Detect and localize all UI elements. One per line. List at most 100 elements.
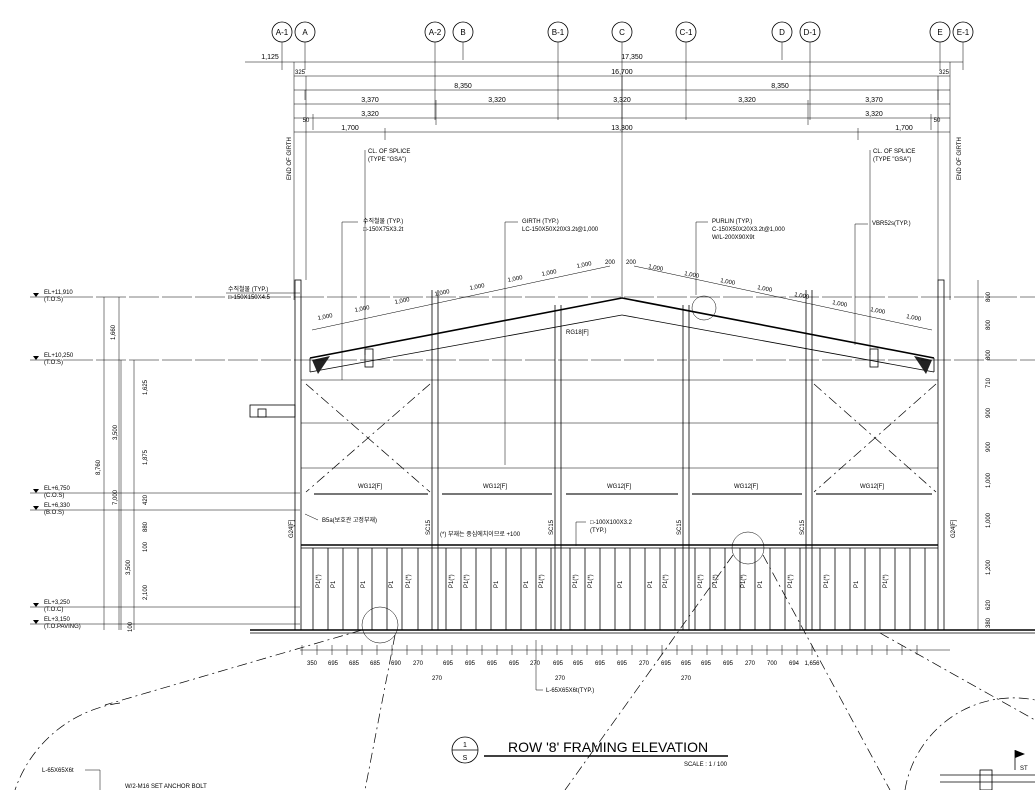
svg-text:3,320: 3,320 [738, 97, 756, 104]
svg-text:50: 50 [934, 118, 941, 124]
grid-lines [281, 42, 964, 298]
bottom-dim-value: 695 [723, 661, 734, 667]
svg-text:1,000: 1,000 [541, 269, 558, 278]
svg-text:WG12[F]: WG12[F] [358, 484, 382, 490]
grid-bubble-a2: A-2 [424, 21, 446, 43]
elevation-markers: EL+11,910 (T.O.S) EL+10,250 (T.O.S) EL+6… [30, 290, 1035, 630]
svg-text:D: D [779, 28, 785, 37]
bottom-dim-value: 695 [509, 661, 520, 667]
right-dims: 800 800 800 710 900 900 1,000 1,000 1,20… [986, 291, 992, 628]
grid-bubble-d: D [771, 21, 793, 43]
el-3150: EL+3,150 (T.O.PAVING) [30, 617, 300, 630]
svg-text:SC15: SC15 [549, 519, 555, 535]
panel-label: P1(*) [539, 574, 545, 588]
svg-text:1,000: 1,000 [720, 278, 737, 287]
b5a-note: B5a(보호관 고정부재) [322, 516, 377, 524]
bottom-dim-value: 695 [443, 661, 454, 667]
svg-text:1,000: 1,000 [576, 261, 593, 270]
svg-text:ST: ST [1020, 766, 1028, 772]
svg-text:3,500: 3,500 [126, 559, 132, 575]
panel-label: P1 [361, 580, 367, 588]
drawing-title: 1 S ROW '8' FRAMING ELEVATION SCALE : 1 … [451, 736, 728, 768]
svg-text:(TYPE "GSA"): (TYPE "GSA") [368, 157, 406, 163]
left-dimension-lines [103, 297, 135, 630]
panel-label: P1(*) [713, 574, 719, 588]
svg-text:W/L-200X90X9t: W/L-200X90X9t [712, 235, 755, 241]
bottom-dim-value: 700 [767, 661, 778, 667]
grid-bubble-a: A [294, 21, 316, 43]
girth-callout: GIRTH (TYP.) [522, 219, 559, 225]
svg-text:1,000: 1,000 [757, 285, 774, 294]
grid-bubble-c: C [611, 21, 633, 43]
panel-label: P1 [758, 580, 764, 588]
panel-band [250, 544, 1035, 634]
panel-label: P1(*) [883, 574, 889, 588]
panel-label: P1(*) [698, 574, 704, 588]
drawing-scale: SCALE : 1 / 100 [684, 762, 728, 768]
svg-text:8,760: 8,760 [96, 459, 102, 475]
svg-text:B: B [460, 28, 465, 37]
panel-label: P1 [331, 580, 337, 588]
detail-right-fragment: ST [940, 750, 1035, 790]
brace-callout: 수직철물 (TYP.) [363, 217, 403, 225]
bottom-dim-value: 695 [487, 661, 498, 667]
panel-label: P1(*) [663, 574, 669, 588]
svg-text:A: A [302, 28, 308, 37]
panel-label: P1(*) [449, 574, 455, 588]
splice-label-right: CL. OF SPLICE [873, 149, 915, 155]
svg-text:E-1: E-1 [957, 28, 970, 37]
svg-text:G24[F]: G24[F] [289, 519, 295, 538]
svg-text:EL+3,150: EL+3,150 [44, 617, 71, 623]
detail-circle-left [361, 606, 399, 644]
panel-label: P1(*) [588, 574, 594, 588]
panel-label: P1 [854, 580, 860, 588]
svg-text:□-150X75X3.2t: □-150X75X3.2t [363, 227, 404, 233]
panel-label: P1(*) [406, 574, 412, 588]
svg-text:50: 50 [303, 118, 310, 124]
detail-circle-right [731, 531, 765, 565]
splice-label-left: CL. OF SPLICE [368, 149, 410, 155]
svg-text:1,200: 1,200 [986, 559, 992, 575]
svg-text:1,875: 1,875 [143, 449, 149, 465]
panel-label: P1(*) [316, 574, 322, 588]
svg-text:(T.O.C): (T.O.C) [44, 607, 63, 613]
panel-label: P1(*) [741, 574, 747, 588]
svg-text:C-150X50X20X3.2t@1,000: C-150X50X20X3.2t@1,000 [712, 227, 785, 233]
panel-label: P1 [524, 580, 530, 588]
svg-text:SC15: SC15 [677, 519, 683, 535]
svg-text:1,000: 1,000 [317, 313, 334, 322]
svg-text:1,625: 1,625 [143, 379, 149, 395]
end-of-girth-right: END OF GIRTH [957, 137, 963, 180]
bottom-dim-value: 694 [789, 661, 800, 667]
purlin-dims: 1,000 1,000 1,000 1,000 1,000 1,000 1,00… [317, 260, 922, 323]
svg-text:WG12[F]: WG12[F] [607, 484, 631, 490]
svg-text:E: E [937, 28, 942, 37]
svg-text:1,000: 1,000 [434, 289, 451, 298]
bottom-dim-value: 695 [681, 661, 692, 667]
rafter-label: RG18[F] [566, 330, 589, 336]
svg-text:(T.O.S): (T.O.S) [44, 360, 63, 366]
svg-text:270: 270 [432, 676, 443, 682]
svg-text:800: 800 [986, 319, 992, 330]
star-note: (*) 부재는 중심에치이므로 +100 [440, 530, 521, 538]
svg-text:7,000: 7,000 [113, 489, 119, 505]
svg-text:EL+11,910: EL+11,910 [44, 290, 73, 296]
svg-text:3,370: 3,370 [865, 97, 883, 104]
svg-text:LC-150X50X20X3.2t@1,000: LC-150X50X20X3.2t@1,000 [522, 227, 599, 233]
panel-label: P1(*) [464, 574, 470, 588]
el-3250: EL+3,250 (T.O.C) [30, 600, 300, 613]
svg-text:3,320: 3,320 [361, 111, 379, 118]
svg-text:3,320: 3,320 [488, 97, 506, 104]
svg-text:2,100: 2,100 [143, 584, 149, 600]
bottom-dim-value: 690 [391, 661, 402, 667]
end-of-girth-left: END OF GIRTH [287, 137, 293, 180]
bottom-dim-value: 695 [701, 661, 712, 667]
columns [249, 279, 945, 631]
bottom-dim-value: 270 [745, 661, 756, 667]
girth-lines [301, 379, 938, 469]
bottom-dim-value: 685 [349, 661, 360, 667]
svg-text:100: 100 [143, 541, 149, 552]
svg-text:800: 800 [986, 349, 992, 360]
svg-text:A-1: A-1 [276, 28, 289, 37]
